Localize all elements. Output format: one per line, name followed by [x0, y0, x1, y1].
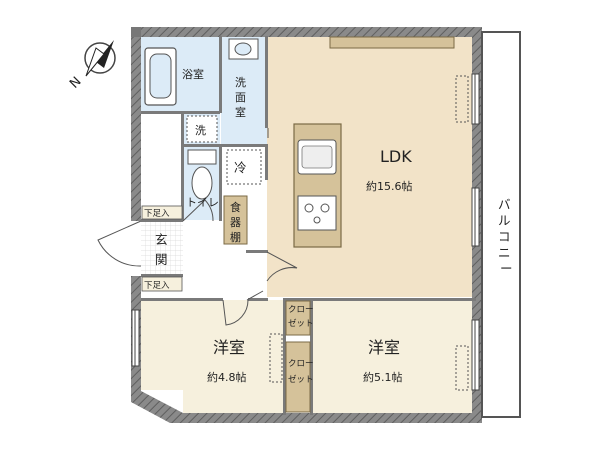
balcony: バ ル コ ニ ー [481, 31, 521, 418]
closet-right [285, 341, 311, 413]
toilet-label: トイレ [186, 196, 219, 209]
ldk-area: 約15.6帖 [366, 179, 413, 193]
shoe-cabinet-top [141, 205, 183, 220]
compass-icon: N [67, 40, 116, 92]
windows [131, 73, 480, 391]
bath-label: 浴室 [182, 67, 204, 81]
balcony-label-3: コ [498, 229, 511, 244]
balcony-label-2: ル [498, 213, 511, 228]
fridge-label: 冷 [234, 160, 247, 175]
washroom-label-2: 面 [235, 91, 246, 104]
closet-left [285, 300, 311, 336]
shoe-cabinet-bottom [141, 276, 183, 292]
closet-left-label-2: ゼット [288, 318, 314, 329]
pantry-label-2: 器 [230, 216, 241, 229]
interior-walls [141, 36, 476, 415]
washbasin-icon [228, 38, 259, 60]
compass-letter: N [67, 74, 84, 91]
balcony-label-5: ー [500, 261, 513, 276]
entrance-label-1: 玄 [155, 232, 168, 247]
western-room-right-area: 約5.1帖 [363, 370, 403, 384]
toilet-icon [187, 149, 217, 200]
balcony-label-1: バ [498, 197, 511, 212]
shoe-cabinet-top-label: 下足入 [144, 209, 170, 219]
washroom-label-3: 室 [235, 105, 246, 119]
pantry-label-1: 食 [230, 200, 241, 214]
entrance-floor [141, 220, 183, 276]
washer-label: 洗 [195, 124, 206, 137]
closet-left-label-1: クロー [288, 305, 314, 315]
western-room-left-area: 約4.8帖 [207, 370, 247, 384]
ldk-label: LDK [380, 147, 412, 166]
pantry-shelf [223, 195, 248, 245]
washer-space [186, 115, 218, 143]
western-room-right-floor [312, 300, 473, 414]
washroom-label-1: 洗 [235, 76, 246, 89]
western-room-right-label: 洋室 [368, 338, 400, 357]
shoe-cabinet-bottom-label: 下足入 [144, 281, 170, 291]
kitchen-counter [293, 123, 342, 248]
kitchen-upper-cabinet [329, 36, 455, 49]
ac-markers [269, 75, 469, 391]
bathtub-icon [144, 47, 177, 106]
fridge-space [226, 149, 262, 185]
doors [97, 128, 298, 326]
closet-right-label-2: ゼット [288, 374, 314, 385]
pantry-label-3: 棚 [230, 230, 241, 244]
balcony-label-4: ニ [498, 245, 511, 260]
closet-right-label-1: クロー [288, 359, 314, 369]
entrance-label-2: 関 [155, 252, 168, 267]
western-room-left-label: 洋室 [213, 338, 245, 357]
western-room-left-floor [141, 300, 285, 414]
